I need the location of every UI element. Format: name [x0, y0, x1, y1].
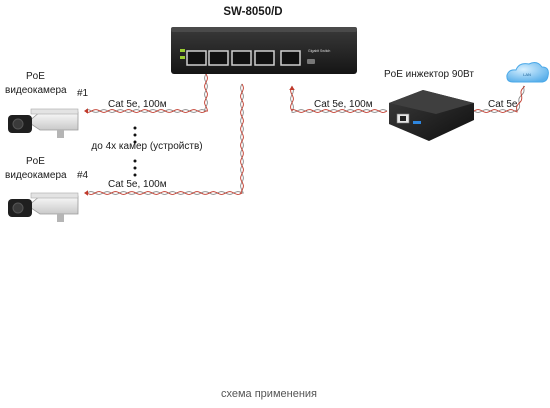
- cables: [84, 73, 526, 196]
- camera-4-label-line1: PoE: [26, 156, 45, 167]
- max-cameras-note: до 4х камер (устройств): [91, 141, 203, 152]
- cable-switch-to-camera-4: [84, 83, 244, 196]
- camera-4-label-line2: видеокамера: [5, 170, 67, 181]
- injector-cable-label: Cat 5e, 100м: [314, 99, 373, 110]
- switch-panel-label: Gigabit Switch: [308, 49, 330, 53]
- cable-switch-to-camera-1: [84, 73, 208, 114]
- injector-label: PoE инжектор 90Вт: [384, 69, 474, 80]
- switch-port-uplink: [280, 50, 301, 66]
- cloud-label: LAN: [523, 72, 531, 77]
- switch-port-2: [208, 50, 229, 66]
- camera-4-device: [8, 192, 79, 222]
- switch-port-3: [231, 50, 252, 66]
- lan-cable-label: Cat 5e: [488, 99, 518, 110]
- cable-lan-to-injector: [473, 85, 526, 113]
- switch-model-title: SW-8050/D: [223, 6, 283, 18]
- switch-device: Gigabit Switch: [171, 27, 357, 74]
- diagram-caption: схема применения: [221, 388, 317, 400]
- lan-cloud-icon: LAN: [506, 62, 549, 83]
- switch-port-1: [186, 50, 207, 66]
- switch-ports: [186, 50, 301, 66]
- switch-port-4: [254, 50, 275, 66]
- camera-4-number: #4: [77, 170, 89, 181]
- camera-1-cable-label: Cat 5e, 100м: [108, 99, 167, 110]
- more-cameras-dots: [133, 126, 137, 177]
- camera-1-number: #1: [77, 88, 89, 99]
- camera-4-cable-label: Cat 5e, 100м: [108, 179, 167, 190]
- camera-1-label-line1: PoE: [26, 71, 45, 82]
- poe-injector-device: [389, 90, 474, 141]
- cable-injector-to-switch: [289, 85, 388, 113]
- camera-1-label-line2: видеокамера: [5, 85, 67, 96]
- camera-1-device: [8, 108, 79, 138]
